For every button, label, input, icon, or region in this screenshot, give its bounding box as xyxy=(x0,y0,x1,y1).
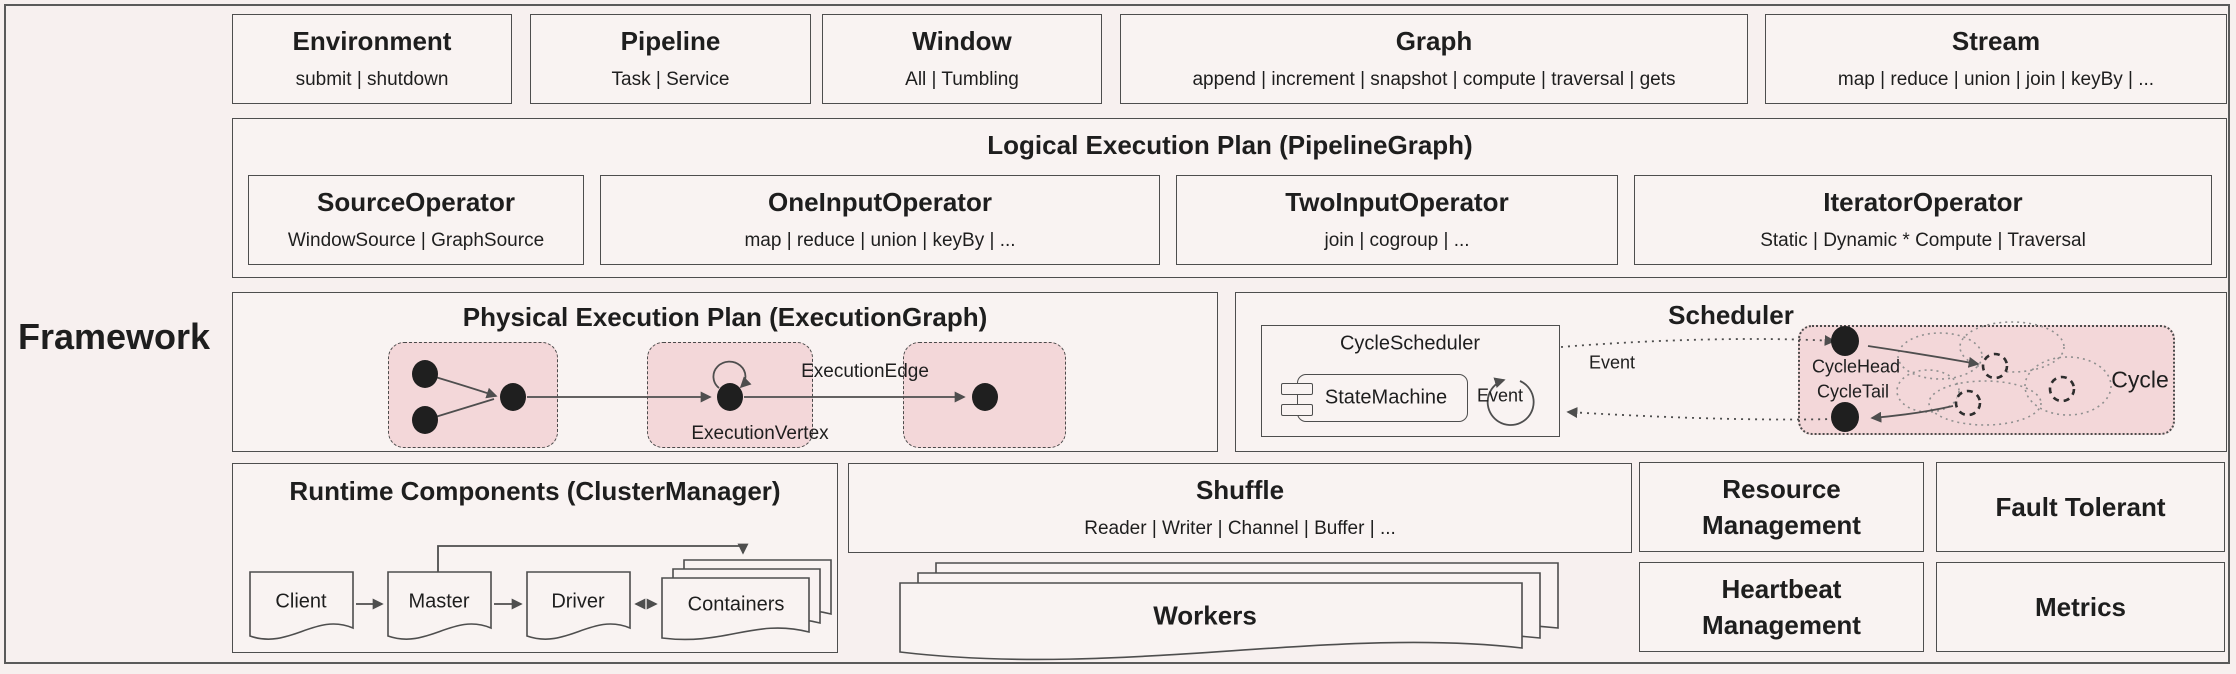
physical-plan-title: Physical Execution Plan (ExecutionGraph) xyxy=(462,302,988,332)
execution-edge-label: ExecutionEdge xyxy=(801,361,929,382)
event-out-label: Event xyxy=(1588,352,1636,373)
cycle-label: Cycle xyxy=(2111,366,2169,393)
graph-title: Graph xyxy=(1395,26,1473,57)
operator-box-two-input: TwoInputOperator join | cogroup | ... xyxy=(1176,175,1618,265)
pipeline-stage-box-1 xyxy=(388,342,558,448)
iterator-operator-impls: Static | Dynamic * Compute | Traversal xyxy=(1760,229,2086,251)
component-tab-icon xyxy=(1281,404,1313,416)
stream-title: Stream xyxy=(1951,26,2041,57)
environment-methods: submit | shutdown xyxy=(295,68,449,90)
window-methods: All | Tumbling xyxy=(905,68,1019,90)
workers-label: Workers xyxy=(1153,600,1257,631)
pipeline-title: Pipeline xyxy=(620,26,721,57)
api-box-stream: Stream map | reduce | union | join | key… xyxy=(1765,14,2227,104)
heartbeat-management-label: Heartbeat Management xyxy=(1702,574,1861,640)
component-tab-icon xyxy=(1281,383,1313,395)
client-label: Client xyxy=(275,590,327,613)
source-operator-impls: WindowSource | GraphSource xyxy=(287,229,545,251)
runtime-components-title: Runtime Components (ClusterManager) xyxy=(289,476,781,506)
containers-label: Containers xyxy=(687,593,785,616)
cycle-head-label: CycleHead xyxy=(1811,356,1901,377)
one-input-operator-impls: map | reduce | union | keyBy | ... xyxy=(744,229,1016,251)
api-box-environment: Environment submit | shutdown xyxy=(232,14,512,104)
scheduler-title: Scheduler xyxy=(1668,300,1794,330)
service-box-resource-management: Resource Management xyxy=(1639,462,1924,552)
execution-vertex-label: ExecutionVertex xyxy=(691,423,829,444)
master-label: Master xyxy=(408,590,470,613)
service-box-fault-tolerant: Fault Tolerant xyxy=(1936,462,2225,552)
iterator-operator-title: IteratorOperator xyxy=(1823,187,2023,218)
api-box-graph: Graph append | increment | snapshot | co… xyxy=(1120,14,1748,104)
shuffle-components: Reader | Writer | Channel | Buffer | ... xyxy=(1084,517,1396,539)
metrics-label: Metrics xyxy=(2034,591,2127,622)
fault-tolerant-label: Fault Tolerant xyxy=(1995,491,2166,522)
window-title: Window xyxy=(912,26,1012,57)
shuffle-box: Shuffle Reader | Writer | Channel | Buff… xyxy=(848,463,1632,553)
environment-title: Environment xyxy=(292,26,452,57)
framework-title: Framework xyxy=(17,316,211,357)
one-input-operator-title: OneInputOperator xyxy=(768,187,992,218)
stream-methods: map | reduce | union | join | keyBy | ..… xyxy=(1837,68,2155,90)
framework-outer-border xyxy=(4,4,2230,664)
state-machine-label: StateMachine xyxy=(1324,386,1448,409)
pipeline-methods: Task | Service xyxy=(611,68,730,90)
resource-management-label: Resource Management xyxy=(1702,474,1861,540)
two-input-operator-impls: join | cogroup | ... xyxy=(1324,229,1470,251)
logical-plan-title: Logical Execution Plan (PipelineGraph) xyxy=(987,130,1473,160)
service-box-metrics: Metrics xyxy=(1936,562,2225,652)
cycle-scheduler-label: CycleScheduler xyxy=(1339,332,1481,355)
shuffle-title: Shuffle xyxy=(1195,475,1285,506)
api-box-window: Window All | Tumbling xyxy=(822,14,1102,104)
graph-methods: append | increment | snapshot | compute … xyxy=(1192,68,1676,90)
source-operator-title: SourceOperator xyxy=(317,187,515,218)
driver-label: Driver xyxy=(551,590,605,613)
event-in-label: Event xyxy=(1476,385,1524,406)
api-box-pipeline: Pipeline Task | Service xyxy=(530,14,811,104)
operator-box-iterator: IteratorOperator Static | Dynamic * Comp… xyxy=(1634,175,2212,265)
pipeline-stage-box-3 xyxy=(903,342,1066,448)
operator-box-one-input: OneInputOperator map | reduce | union | … xyxy=(600,175,1160,265)
service-box-heartbeat-management: Heartbeat Management xyxy=(1639,562,1924,652)
operator-box-source: SourceOperator WindowSource | GraphSourc… xyxy=(248,175,584,265)
cycle-tail-label: CycleTail xyxy=(1816,381,1890,402)
state-machine-component xyxy=(1297,374,1468,422)
two-input-operator-title: TwoInputOperator xyxy=(1285,187,1509,218)
